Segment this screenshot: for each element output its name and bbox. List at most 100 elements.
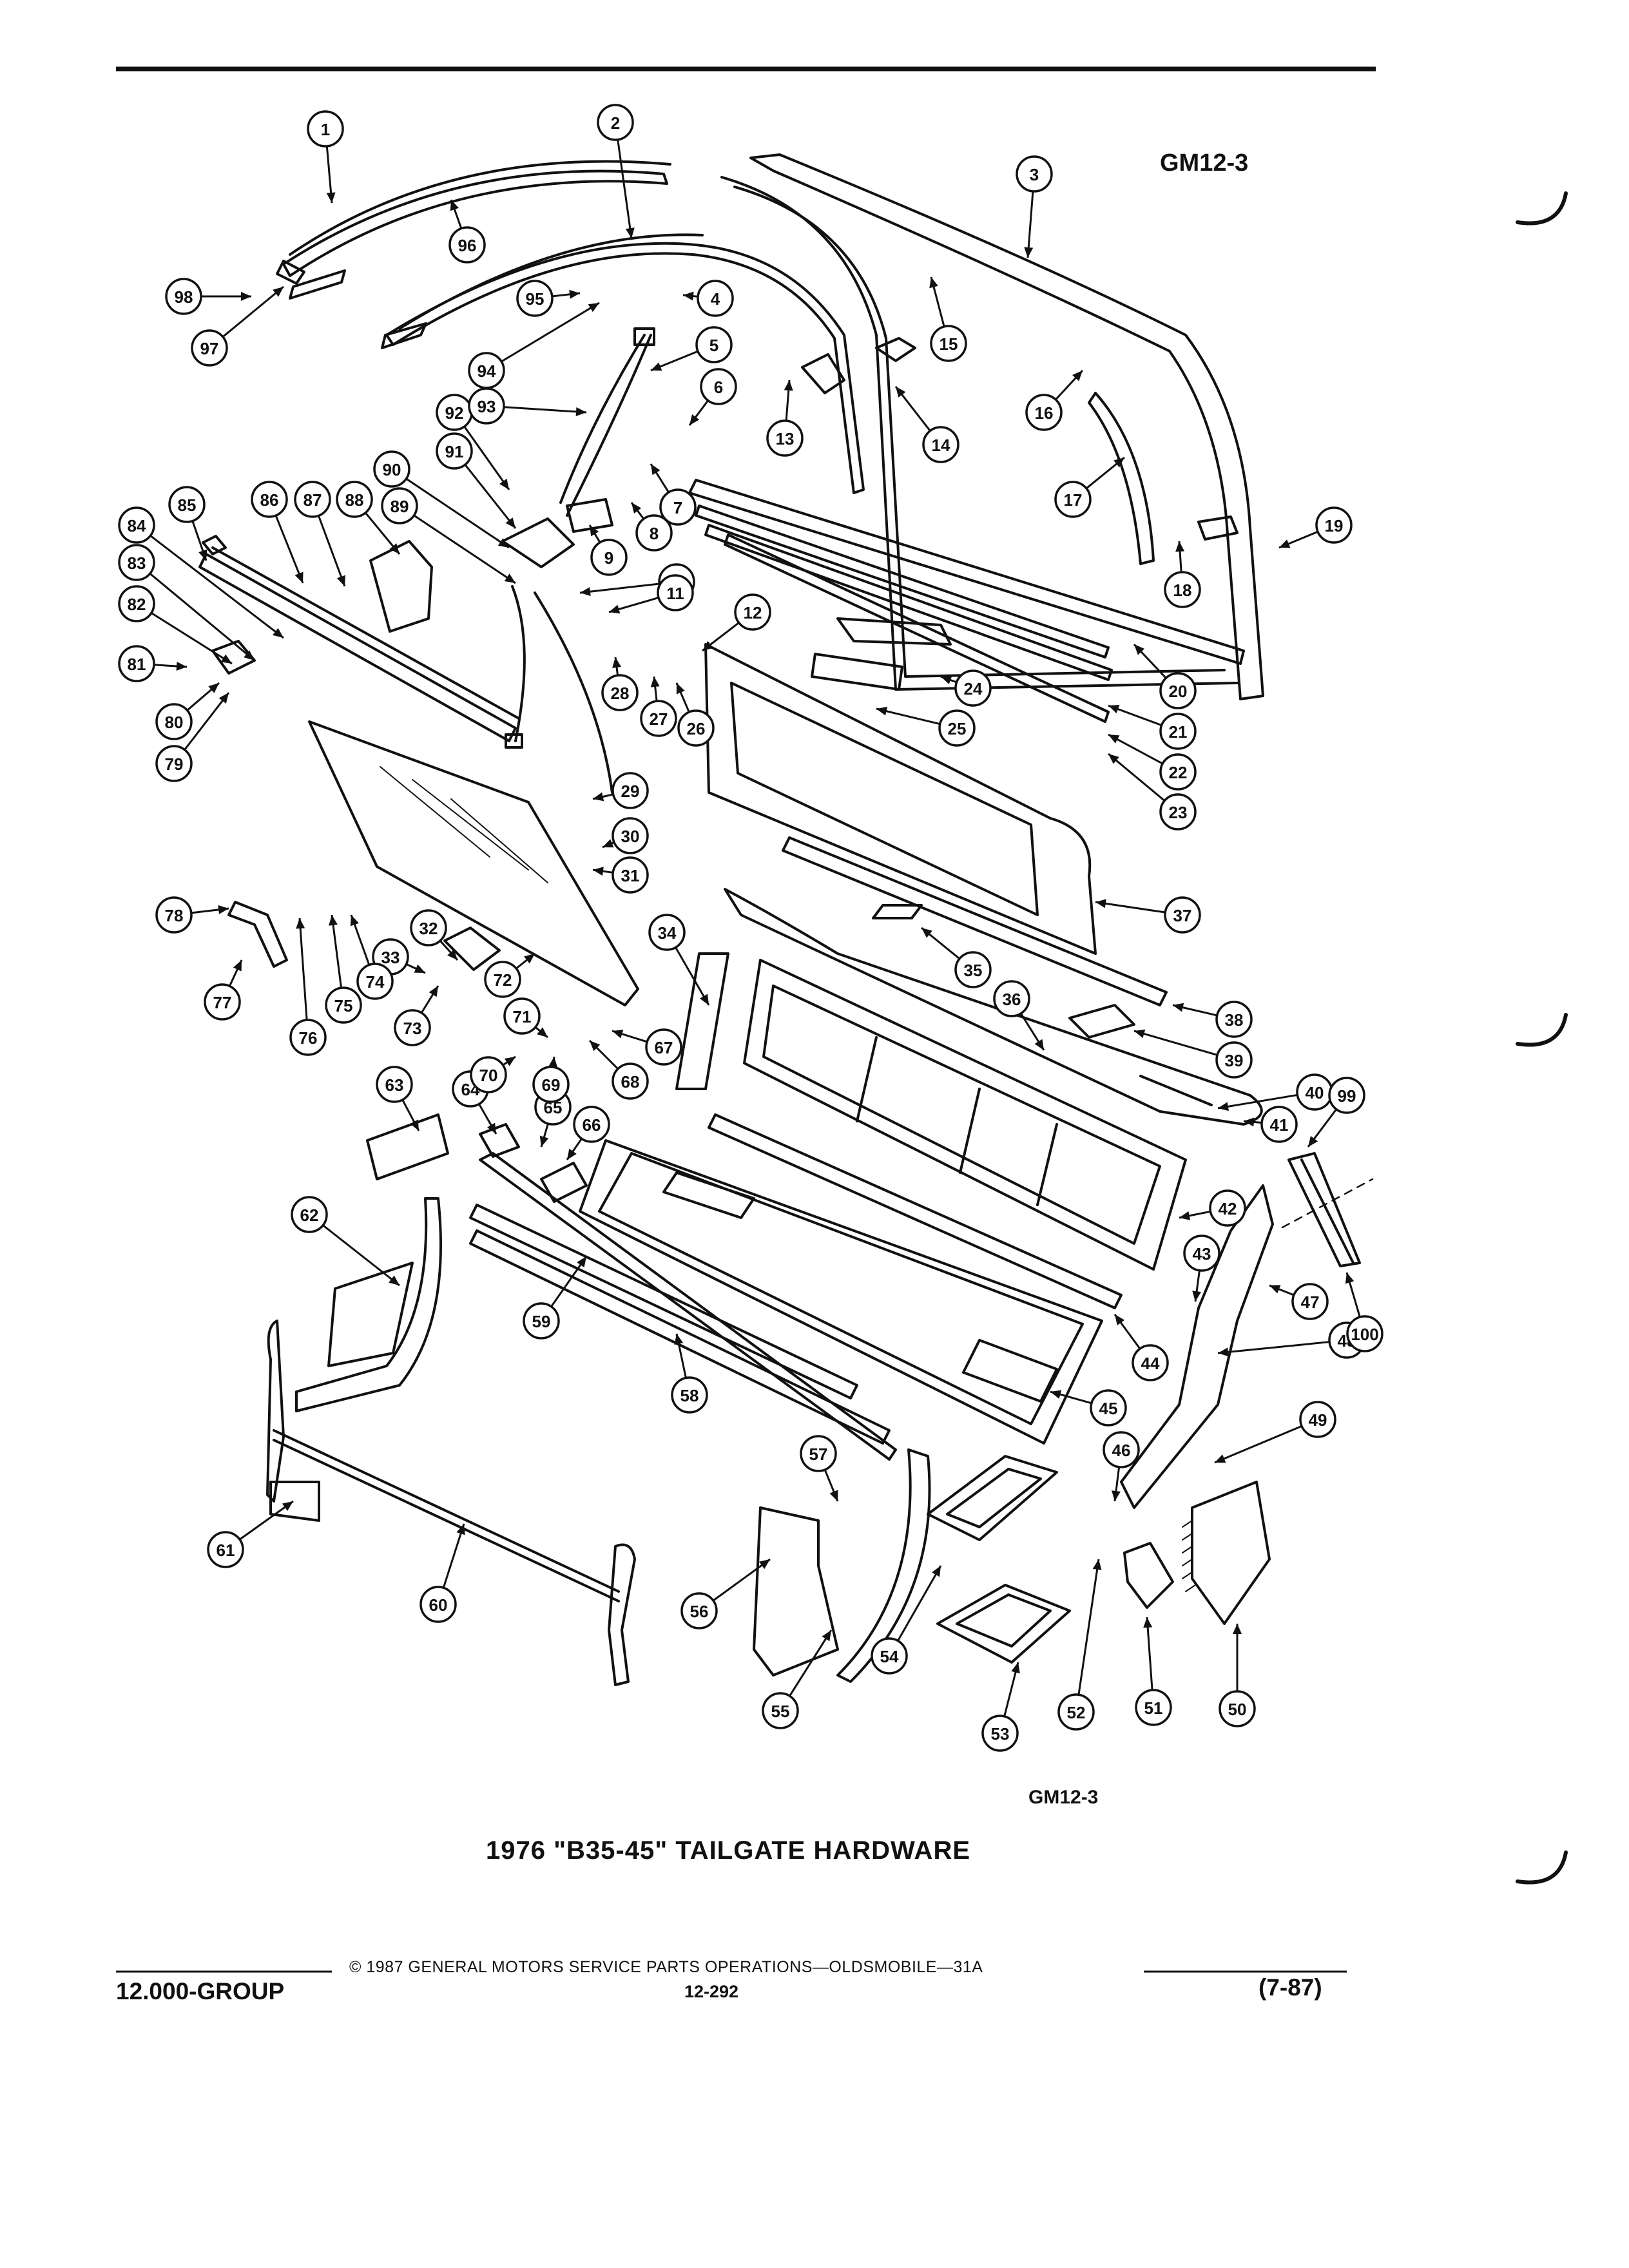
part-motor [566, 498, 613, 533]
callout-circle [118, 645, 155, 682]
callout-51: 51 [1135, 1617, 1172, 1726]
callout-number: 18 [1173, 581, 1192, 600]
callout-arrowhead [590, 1041, 601, 1052]
part-torque-rod [1139, 1075, 1213, 1106]
callout-number: 54 [880, 1647, 899, 1666]
callout-number: 87 [304, 490, 322, 510]
callout-number: 89 [390, 497, 409, 516]
callout-93: 93 [468, 387, 587, 425]
callout-circle [612, 856, 649, 894]
callout-number: 46 [1112, 1441, 1131, 1460]
callout-circle [155, 703, 193, 740]
callout-number: 78 [165, 906, 184, 925]
callout-leader [149, 573, 255, 662]
callout-leader [239, 1500, 294, 1541]
callout-79: 79 [155, 692, 230, 782]
part-tailgate-glass [308, 720, 639, 1006]
callout-arrowhead [683, 291, 694, 301]
callout-arrowhead [1108, 754, 1119, 764]
callout-arrowhead [1192, 1291, 1202, 1302]
callout-number: 5 [709, 336, 718, 355]
part-cam-bracket [443, 927, 501, 971]
callout-circle [1164, 896, 1201, 934]
part-belt-molding-3 [704, 524, 1113, 681]
callout-number: 67 [655, 1038, 673, 1057]
callout-50: 50 [1219, 1624, 1256, 1727]
part-access-cover-2 [936, 1584, 1071, 1664]
part-small-hinge [479, 1123, 520, 1158]
callout-number: 63 [385, 1075, 404, 1095]
callout-55: 55 [762, 1629, 833, 1729]
callout-circle [1159, 672, 1197, 709]
callout-number: 56 [690, 1602, 709, 1621]
callout-circle [640, 700, 677, 737]
callout-circle [356, 963, 394, 1000]
callout-circle [155, 745, 193, 782]
part-right-hinge-strap [753, 1506, 839, 1677]
callout-leader [897, 1565, 942, 1642]
callout-arrowhead [758, 1559, 770, 1570]
part-torsion-bar-right-end [608, 1543, 636, 1686]
part-glass-highlight [380, 766, 548, 883]
callout-arrowhead [1279, 539, 1291, 548]
callout-arrowhead [537, 1027, 548, 1037]
callout-number: 8 [650, 524, 659, 543]
callout-arrowhead [282, 1501, 293, 1511]
callout-circle [165, 278, 202, 315]
callout-circle [468, 352, 505, 389]
callout-circle [419, 1586, 457, 1623]
callout-number: 35 [964, 961, 983, 980]
callout-number: 52 [1067, 1703, 1086, 1722]
part-latch-assembly [1123, 1542, 1174, 1609]
callout-leader [1133, 1030, 1218, 1056]
callout-arrowhead [1024, 247, 1034, 258]
part-roof-rail-channel [289, 160, 671, 256]
callout-48: 48 [1217, 1321, 1365, 1359]
callout-leader [675, 947, 710, 1006]
callout-leader [442, 1523, 465, 1588]
callout-arrowhead [233, 960, 242, 972]
callout-arrowhead [1233, 1624, 1242, 1634]
callout-63: 63 [376, 1066, 420, 1131]
callout-78: 78 [155, 896, 229, 934]
callout-number: 23 [1169, 803, 1188, 822]
callout-leader [1095, 901, 1166, 914]
callout-number: 22 [1169, 763, 1188, 782]
callout-arrowhead [218, 905, 229, 914]
part-roller-channel [198, 553, 517, 742]
callout-circle [800, 1435, 837, 1472]
callout-number: 99 [1338, 1086, 1356, 1106]
callout-arrowhead [569, 289, 580, 299]
callout-5: 5 [650, 326, 733, 372]
callout-circle [448, 226, 486, 264]
callout-number: 21 [1169, 722, 1188, 742]
callout-circle [1209, 1189, 1246, 1227]
part-torsion-bar-2 [273, 1439, 620, 1602]
callout-circle [1183, 1235, 1220, 1272]
callout-22: 22 [1108, 733, 1197, 791]
callout-arrowhead [651, 464, 660, 476]
callout-arrowhead [876, 706, 888, 716]
part-box-recess-2 [962, 1339, 1058, 1403]
callout-number: 16 [1035, 403, 1054, 423]
callout-number: 55 [771, 1702, 790, 1721]
callout-number: 34 [658, 923, 677, 943]
callout-circle [251, 481, 288, 518]
callout-arrowhead [1115, 1314, 1125, 1326]
callout-arrowhead [1092, 1559, 1102, 1570]
callout-arrowhead [487, 1122, 496, 1134]
callout-60: 60 [419, 1523, 465, 1623]
callout-circle [1132, 1344, 1169, 1381]
callout-arrowhead [410, 1119, 419, 1131]
callout-54: 54 [871, 1565, 942, 1675]
callout-arrowhead [590, 525, 599, 537]
diagram-title: 1976 "B35-45" TAILGATE HARDWARE [485, 1836, 971, 1865]
callout-circle [981, 1715, 1019, 1752]
callout-circle [523, 1302, 560, 1340]
callout-number: 77 [213, 993, 232, 1012]
callout-arrowhead [1215, 1454, 1226, 1463]
callout-circle [325, 986, 362, 1024]
callout-number: 62 [300, 1206, 319, 1225]
callout-number: 69 [542, 1075, 561, 1095]
callout-circle [155, 896, 193, 934]
